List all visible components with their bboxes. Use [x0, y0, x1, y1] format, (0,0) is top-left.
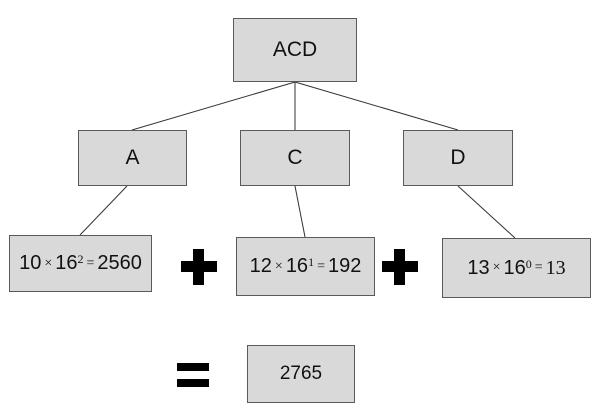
term-d-exp: 0: [525, 256, 532, 271]
term-c-value: 192: [327, 255, 362, 277]
term-c-times: ×: [274, 258, 283, 274]
root-label: ACD: [272, 38, 318, 61]
plus-sign-2: [382, 249, 418, 285]
term-d-value: 13: [545, 256, 566, 279]
term-c-coef: 12: [249, 255, 272, 277]
term-a-times: ×: [44, 255, 53, 271]
child-label-d: D: [450, 146, 466, 169]
term-a-eq: =: [86, 255, 95, 271]
term-a-coef: 10: [19, 252, 42, 274]
edge-c-term: [294, 185, 306, 238]
equals-sign: [177, 363, 209, 388]
edge-acd-a: [131, 81, 296, 131]
term-d-coef: 13: [467, 256, 490, 279]
term-d-times: ×: [492, 260, 501, 275]
child-node-a: A: [78, 130, 187, 186]
term-d-eq: =: [534, 260, 543, 275]
child-label-a: A: [125, 146, 140, 169]
plus-sign-1: [181, 249, 217, 285]
term-d-base: 16: [503, 256, 526, 279]
term-a-value: 2560: [97, 252, 142, 274]
result-value: 2765: [279, 363, 323, 384]
child-node-c: C: [240, 130, 350, 186]
term-a-exp: 2: [77, 252, 84, 266]
term-c-base: 16: [285, 255, 309, 277]
edge-a-term: [79, 185, 128, 236]
result-box: 2765: [247, 345, 355, 403]
edge-acd-d: [294, 81, 459, 131]
child-label-c: C: [287, 146, 303, 169]
term-c-eq: =: [317, 258, 325, 274]
root-node-acd: ACD: [233, 18, 357, 82]
child-node-d: D: [403, 130, 513, 186]
term-a-base: 16: [55, 252, 78, 274]
edge-d-term: [457, 185, 516, 239]
term-c-exp: 1: [308, 255, 315, 269]
